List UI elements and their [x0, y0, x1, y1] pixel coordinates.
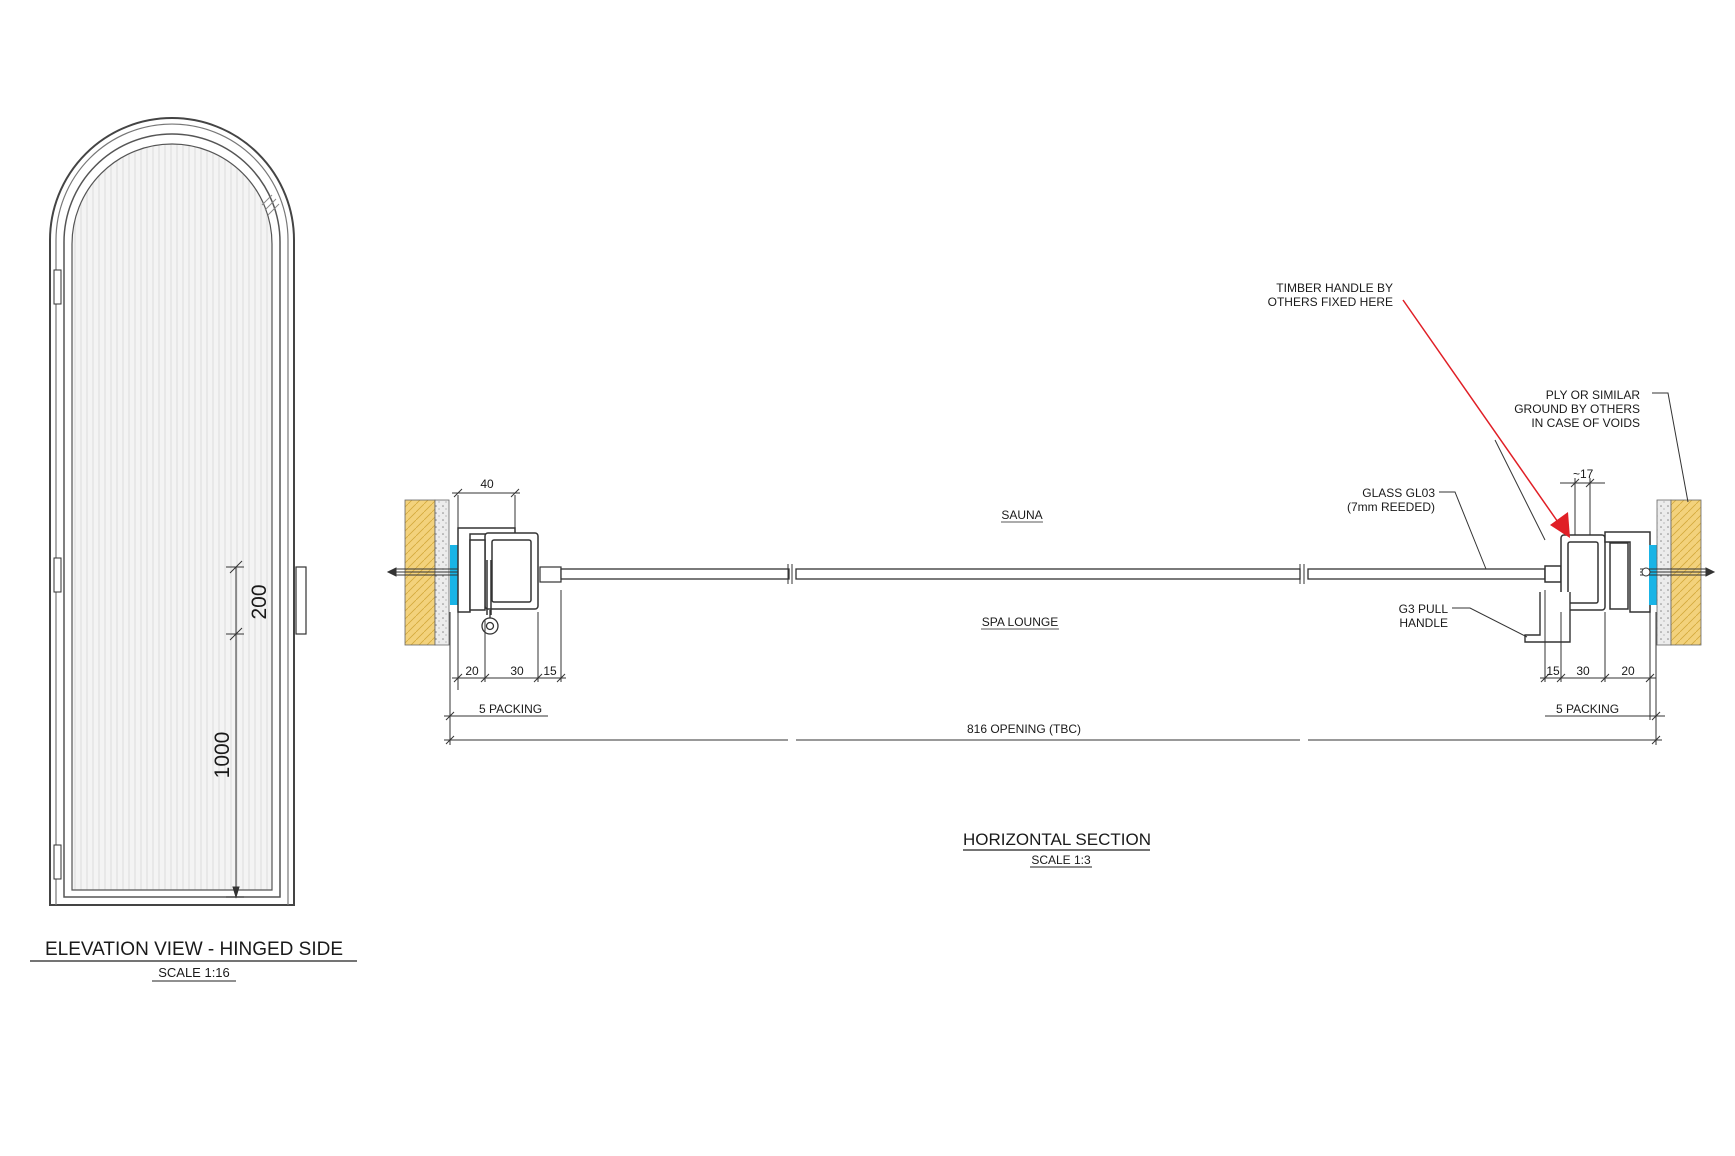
- dim-200-label: 200: [248, 584, 271, 619]
- right-dim-15-label: 15: [1546, 664, 1560, 678]
- glass-leader: [1439, 491, 1487, 570]
- note-ply-line3: IN CASE OF VOIDS: [1531, 416, 1640, 430]
- note-pull-handle-line1: G3 PULL: [1399, 602, 1449, 616]
- note-ply-line1: PLY OR SIMILAR: [1546, 388, 1641, 402]
- right-dim-20-label: 20: [1621, 664, 1635, 678]
- elevation-view: 200 1000 ELEVATION VIEW - HINGED SIDE SC…: [30, 117, 357, 982]
- right-frame-profile: [1544, 531, 1651, 613]
- door-inner-frame: [63, 133, 281, 898]
- left-dim-15-label: 15: [543, 664, 557, 678]
- opening-dimension: [444, 690, 1662, 745]
- timber-handle-leader-arrow: [1402, 299, 1570, 541]
- hinge-top: [53, 269, 62, 305]
- horizontal-section: SAUNA SPA LOUNGE 40 20: [386, 281, 1716, 868]
- room-label-sauna: SAUNA: [1001, 508, 1042, 522]
- note-timber-handle-line1: TIMBER HANDLE BY: [1276, 281, 1393, 295]
- elevation-title: ELEVATION VIEW - HINGED SIDE: [45, 939, 343, 960]
- pull-handle-leader: [1452, 607, 1528, 638]
- left-dim-20-label: 20: [465, 664, 479, 678]
- hinge-bottom: [53, 844, 62, 880]
- note-glass-line2: (7mm REEDED): [1347, 500, 1435, 514]
- dim-1000-label: 1000: [211, 732, 234, 779]
- left-pivot-icon: [481, 610, 499, 635]
- door-outer-frame: [49, 117, 295, 906]
- door-frame-ring: [55, 123, 289, 905]
- section-title: HORIZONTAL SECTION: [963, 830, 1151, 849]
- left-dim-30-label: 30: [510, 664, 524, 678]
- elevation-dimension: [226, 560, 244, 899]
- left-top-dimension: [452, 488, 520, 528]
- note-glass-line1: GLASS GL03: [1362, 486, 1435, 500]
- ply-leader: [1652, 392, 1689, 503]
- note-pull-handle-line2: HANDLE: [1399, 616, 1448, 630]
- left-glass-clamp: [539, 566, 562, 583]
- left-frame-profile: [457, 527, 539, 615]
- opening-dimension-label: 816 OPENING (TBC): [967, 722, 1081, 736]
- left-packing-label: 5 PACKING: [479, 702, 542, 716]
- glass-mark-icon: [261, 194, 280, 216]
- right-top-dimension: [1560, 478, 1605, 535]
- right-dim-17-label: ~17: [1573, 467, 1594, 481]
- left-dim-40-label: 40: [480, 477, 494, 491]
- section-scale: SCALE 1:3: [1031, 853, 1091, 867]
- door-handle: [295, 566, 307, 635]
- reeded-glass-panel: [71, 143, 273, 891]
- right-packing-label: 5 PACKING: [1556, 702, 1619, 716]
- elevation-scale: SCALE 1:16: [158, 965, 230, 980]
- right-dim-30-label: 30: [1576, 664, 1590, 678]
- note-ply-line2: GROUND BY OTHERS: [1514, 402, 1640, 416]
- hinge-middle: [53, 557, 62, 593]
- pull-handle: [1524, 592, 1571, 643]
- right-fixing-screw: [1640, 567, 1716, 577]
- glass-pane-section: [560, 568, 1546, 580]
- room-label-spa-lounge: SPA LOUNGE: [982, 615, 1058, 629]
- note-timber-handle-line2: OTHERS FIXED HERE: [1268, 295, 1393, 309]
